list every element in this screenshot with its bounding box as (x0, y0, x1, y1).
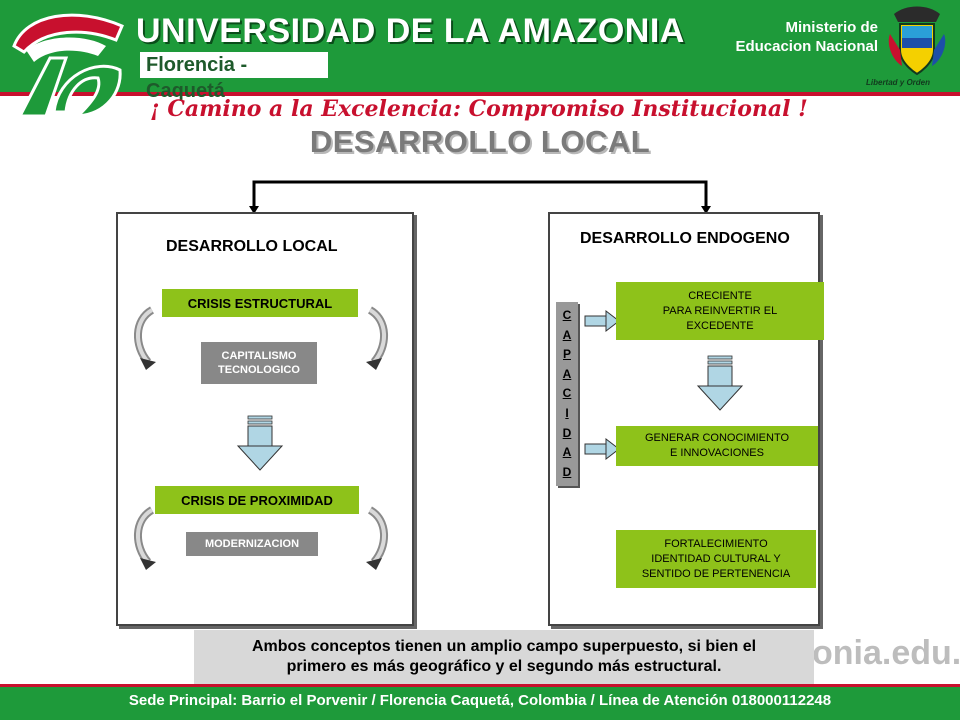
fortalecimiento-line-1: FORTALECIMIENTO (664, 537, 768, 550)
curved-arrow-left-icon (133, 306, 156, 370)
down-arrow-icon (696, 355, 744, 411)
summary-note: Ambos conceptos tienen un amplio campo s… (194, 630, 814, 684)
capacidad-letter: P (562, 347, 571, 362)
capacidad-letter: A (562, 445, 572, 460)
footer-contact: Sede Principal: Barrio el Porvenir / Flo… (128, 692, 832, 709)
summary-note-line-1: Ambos conceptos tienen un amplio campo s… (251, 638, 757, 655)
ministry-line-1: Ministerio de (785, 19, 878, 36)
curved-arrow-left-icon (133, 506, 156, 570)
creciente-line-2: PARA REINVERTIR EL (662, 304, 778, 317)
generar-line-1: GENERAR CONOCIMIENTO (644, 432, 790, 444)
capitalismo-line-2: TECNOLOGICO (218, 364, 300, 376)
curved-arrow-right-icon (366, 506, 389, 570)
capacidad-letter: D (562, 425, 572, 440)
capacidad-letter: C (562, 386, 572, 401)
ministry-line-2: Educacion Nacional (735, 38, 878, 55)
down-arrow-icon (236, 415, 284, 471)
generar-conocimiento-box: GENERAR CONOCIMIENTO E INNOVACIONES (616, 426, 818, 466)
capacidad-letter: I (565, 406, 569, 420)
summary-note-line-2: primero es más geográfico y el segundo m… (286, 658, 722, 675)
header-red-stripe (0, 92, 960, 96)
crisis-estructural-box: CRISIS ESTRUCTURAL (162, 289, 358, 317)
university-name: UNIVERSIDAD DE LA AMAZONIA (136, 12, 685, 50)
capacidad-letter: C (562, 308, 572, 323)
curved-arrow-right-icon (366, 306, 389, 370)
capacidad-letter: A (562, 327, 572, 342)
right-arrow-icon (584, 310, 620, 332)
crisis-proximidad-box: CRISIS DE PROXIMIDAD (155, 486, 359, 514)
capitalismo-tecnologico-box: CAPITALISMO TECNOLOGICO (201, 342, 317, 384)
capitalismo-line-1: CAPITALISMO (221, 350, 297, 362)
ministry-name: Ministerio de Educacion Nacional (718, 18, 878, 56)
fortalecimiento-line-2: IDENTIDAD CULTURAL Y (651, 552, 781, 565)
connector-bracket (249, 180, 711, 214)
capacidad-vertical-label: C A P A C I D A D (556, 302, 578, 486)
footer-bar (0, 684, 960, 720)
website-watermark: onia.edu.co (812, 634, 960, 672)
coat-of-arms-caption: Libertad y Orden (866, 78, 931, 87)
generar-line-2: E INNOVACIONES (670, 447, 764, 459)
capacidad-letter: A (562, 366, 572, 381)
left-panel-heading: DESARROLLO LOCAL (166, 238, 338, 255)
creciente-line-1: CRECIENTE (688, 289, 752, 302)
slide-title: DESARROLLO LOCAL (309, 124, 651, 159)
right-arrow-icon (584, 438, 620, 460)
fortalecimiento-box: FORTALECIMIENTO IDENTIDAD CULTURAL Y SEN… (616, 530, 816, 588)
fortalecimiento-line-3: SENTIDO DE PERTENENCIA (641, 567, 791, 580)
university-location: Florencia - Caquetá (140, 52, 328, 102)
creciente-box: CRECIENTE PARA REINVERTIR EL EXCEDENTE (616, 282, 824, 340)
capacidad-letter: D (562, 464, 572, 479)
creciente-line-3: EXCEDENTE (686, 319, 754, 332)
modernizacion-box: MODERNIZACION (186, 532, 318, 556)
institution-motto: ¡ Camino a la Excelencia: Compromiso Ins… (150, 96, 808, 122)
coat-of-arms-icon (888, 6, 946, 76)
university-logo-icon (12, 13, 124, 118)
right-panel-heading: DESARROLLO ENDOGENO (580, 230, 790, 247)
